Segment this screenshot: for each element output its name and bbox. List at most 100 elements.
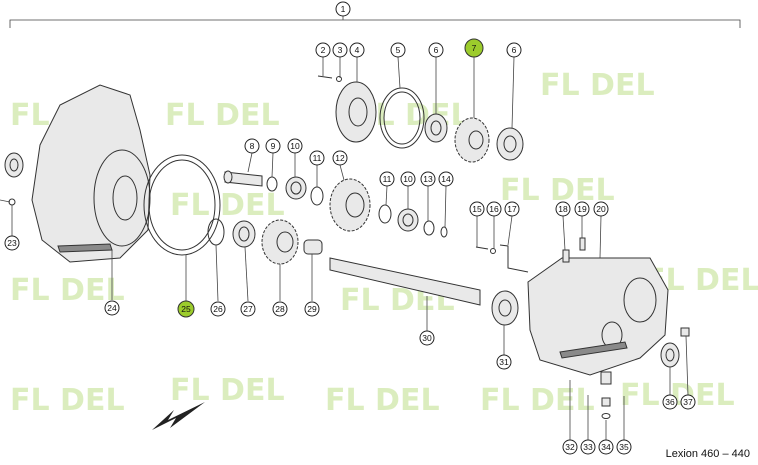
cover-part-inner [348,97,368,127]
watermark-text: FL DEL [325,383,440,418]
callout-11: 11 [379,171,395,187]
svg-text:1: 1 [341,4,346,14]
svg-text:14: 14 [441,174,451,184]
callout-12: 12 [332,150,348,166]
seal-part-inner [665,348,675,362]
callout-7-highlighted: 7 [464,38,484,58]
model-caption: Lexion 460 – 440 [665,448,750,460]
gasket-part-inner [383,91,421,145]
bearing-part [424,113,448,143]
svg-text:32: 32 [565,442,575,452]
svg-text:20: 20 [596,204,606,214]
callout-26: 26 [210,301,226,317]
ring-part [423,220,435,236]
bearing-part-inner [402,213,414,227]
bearing-part-inner [290,181,302,195]
callout-29: 29 [304,301,320,317]
svg-text:11: 11 [313,153,322,163]
svg-text:31: 31 [499,357,509,367]
svg-text:6: 6 [512,45,517,55]
bearing-part-inner [498,299,512,317]
svg-text:25: 25 [181,304,191,314]
bolt-part [475,246,489,250]
svg-text:30: 30 [422,333,432,343]
gear-part [261,219,299,265]
plug-part [680,327,690,337]
gear-part-hub [276,231,294,253]
seal-part-inner [9,158,19,172]
svg-text:33: 33 [583,442,593,452]
svg-text:11: 11 [383,174,392,184]
callout-34: 34 [598,439,614,455]
svg-text:15: 15 [472,204,482,214]
housing-edge [57,243,113,253]
svg-text:37: 37 [683,397,693,407]
callout-8: 8 [244,138,260,154]
callout-28: 28 [272,301,288,317]
callout-6: 6 [506,42,522,58]
callout-13: 13 [420,171,436,187]
watermark-text: FL DEL [10,383,125,418]
main-shaft-part [329,257,481,306]
svg-text:12: 12 [335,153,345,163]
svg-text:6: 6 [434,45,439,55]
gear-part-hub [468,130,484,150]
callout-36: 36 [662,394,678,410]
assembly-bracket [9,16,741,28]
callout-layer: 1 2 3 4 5 6 7 6 8 9 10 11 12 11 10 13 14… [4,1,696,455]
callout-25: 25 [177,300,195,318]
watermark-text: FL DEL [170,188,285,223]
watermark-text: FL DEL [165,98,280,133]
callout-4: 4 [349,42,365,58]
gearbox-housing-port [623,277,657,323]
bracket-part [499,244,529,273]
callout-18: 18 [555,201,571,217]
callout-23: 23 [4,235,20,251]
svg-text:7: 7 [472,43,477,53]
svg-text:36: 36 [665,397,675,407]
gear-part [329,178,371,232]
bearing-part [232,220,256,248]
watermark-text: FL DEL [500,173,615,208]
callout-35: 35 [616,439,632,455]
svg-text:17: 17 [507,204,517,214]
seal-part [660,342,680,368]
svg-text:24: 24 [107,303,117,313]
callout-3: 3 [332,42,348,58]
svg-text:10: 10 [403,174,413,184]
svg-text:27: 27 [243,304,253,314]
svg-text:34: 34 [601,442,611,452]
watermark-text: FL DEL [170,373,285,408]
gearbox-housing-edge [559,341,628,359]
parts-layer [0,75,690,430]
callout-37: 37 [680,394,696,410]
callout-30: 30 [419,330,435,346]
svg-text:10: 10 [290,141,300,151]
ring-part [378,204,392,224]
callout-32: 32 [562,439,578,455]
direction-arrow-icon [152,402,205,430]
callout-10: 10 [287,138,303,154]
bearing-part [397,208,419,232]
watermark-text: FL DEL [540,68,655,103]
fitting-part [601,397,611,407]
watermark-text: FL DEL [620,378,735,413]
callout-15: 15 [469,201,485,217]
seal-part [4,152,24,178]
callout-19: 19 [574,201,590,217]
svg-text:4: 4 [355,45,360,55]
ring-part [601,413,611,419]
callout-27: 27 [240,301,256,317]
callout-2: 2 [315,42,331,58]
bearing-part-inner [430,120,442,136]
gear-part-hub [345,192,365,218]
sensor-part [562,249,570,263]
gasket-part-inner [148,159,216,251]
svg-text:5: 5 [396,45,401,55]
callout-24: 24 [104,300,120,316]
watermark-text: FL DEL [480,383,595,418]
cover-part [335,81,377,143]
gasket-part [143,154,221,256]
